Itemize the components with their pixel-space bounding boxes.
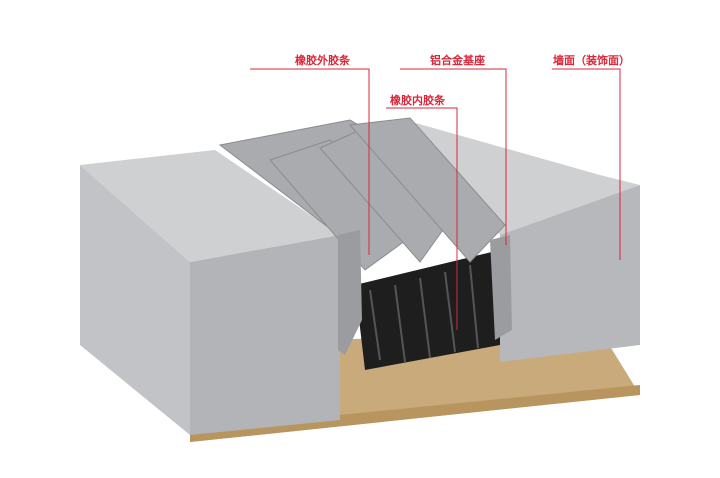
aluminum-base-right [490,235,512,340]
label-inner-rubber-strip: 橡胶内胶条 [390,94,445,107]
label-wall-surface: 墙面（装饰面） [553,54,630,67]
right-block-front [500,185,640,362]
annotation-lines [250,68,621,330]
left-block-side [80,165,190,435]
aluminum-base-left [338,230,362,355]
inner-rubber-strip [355,250,500,370]
left-block-front [190,235,340,435]
outer-rubber-strip [218,117,506,271]
right-block-top [405,120,640,235]
label-outer-rubber-strip: 橡胶外胶条 [295,54,350,67]
left-block-top [80,150,340,262]
label-aluminum-base: 铝合金基座 [430,54,485,67]
